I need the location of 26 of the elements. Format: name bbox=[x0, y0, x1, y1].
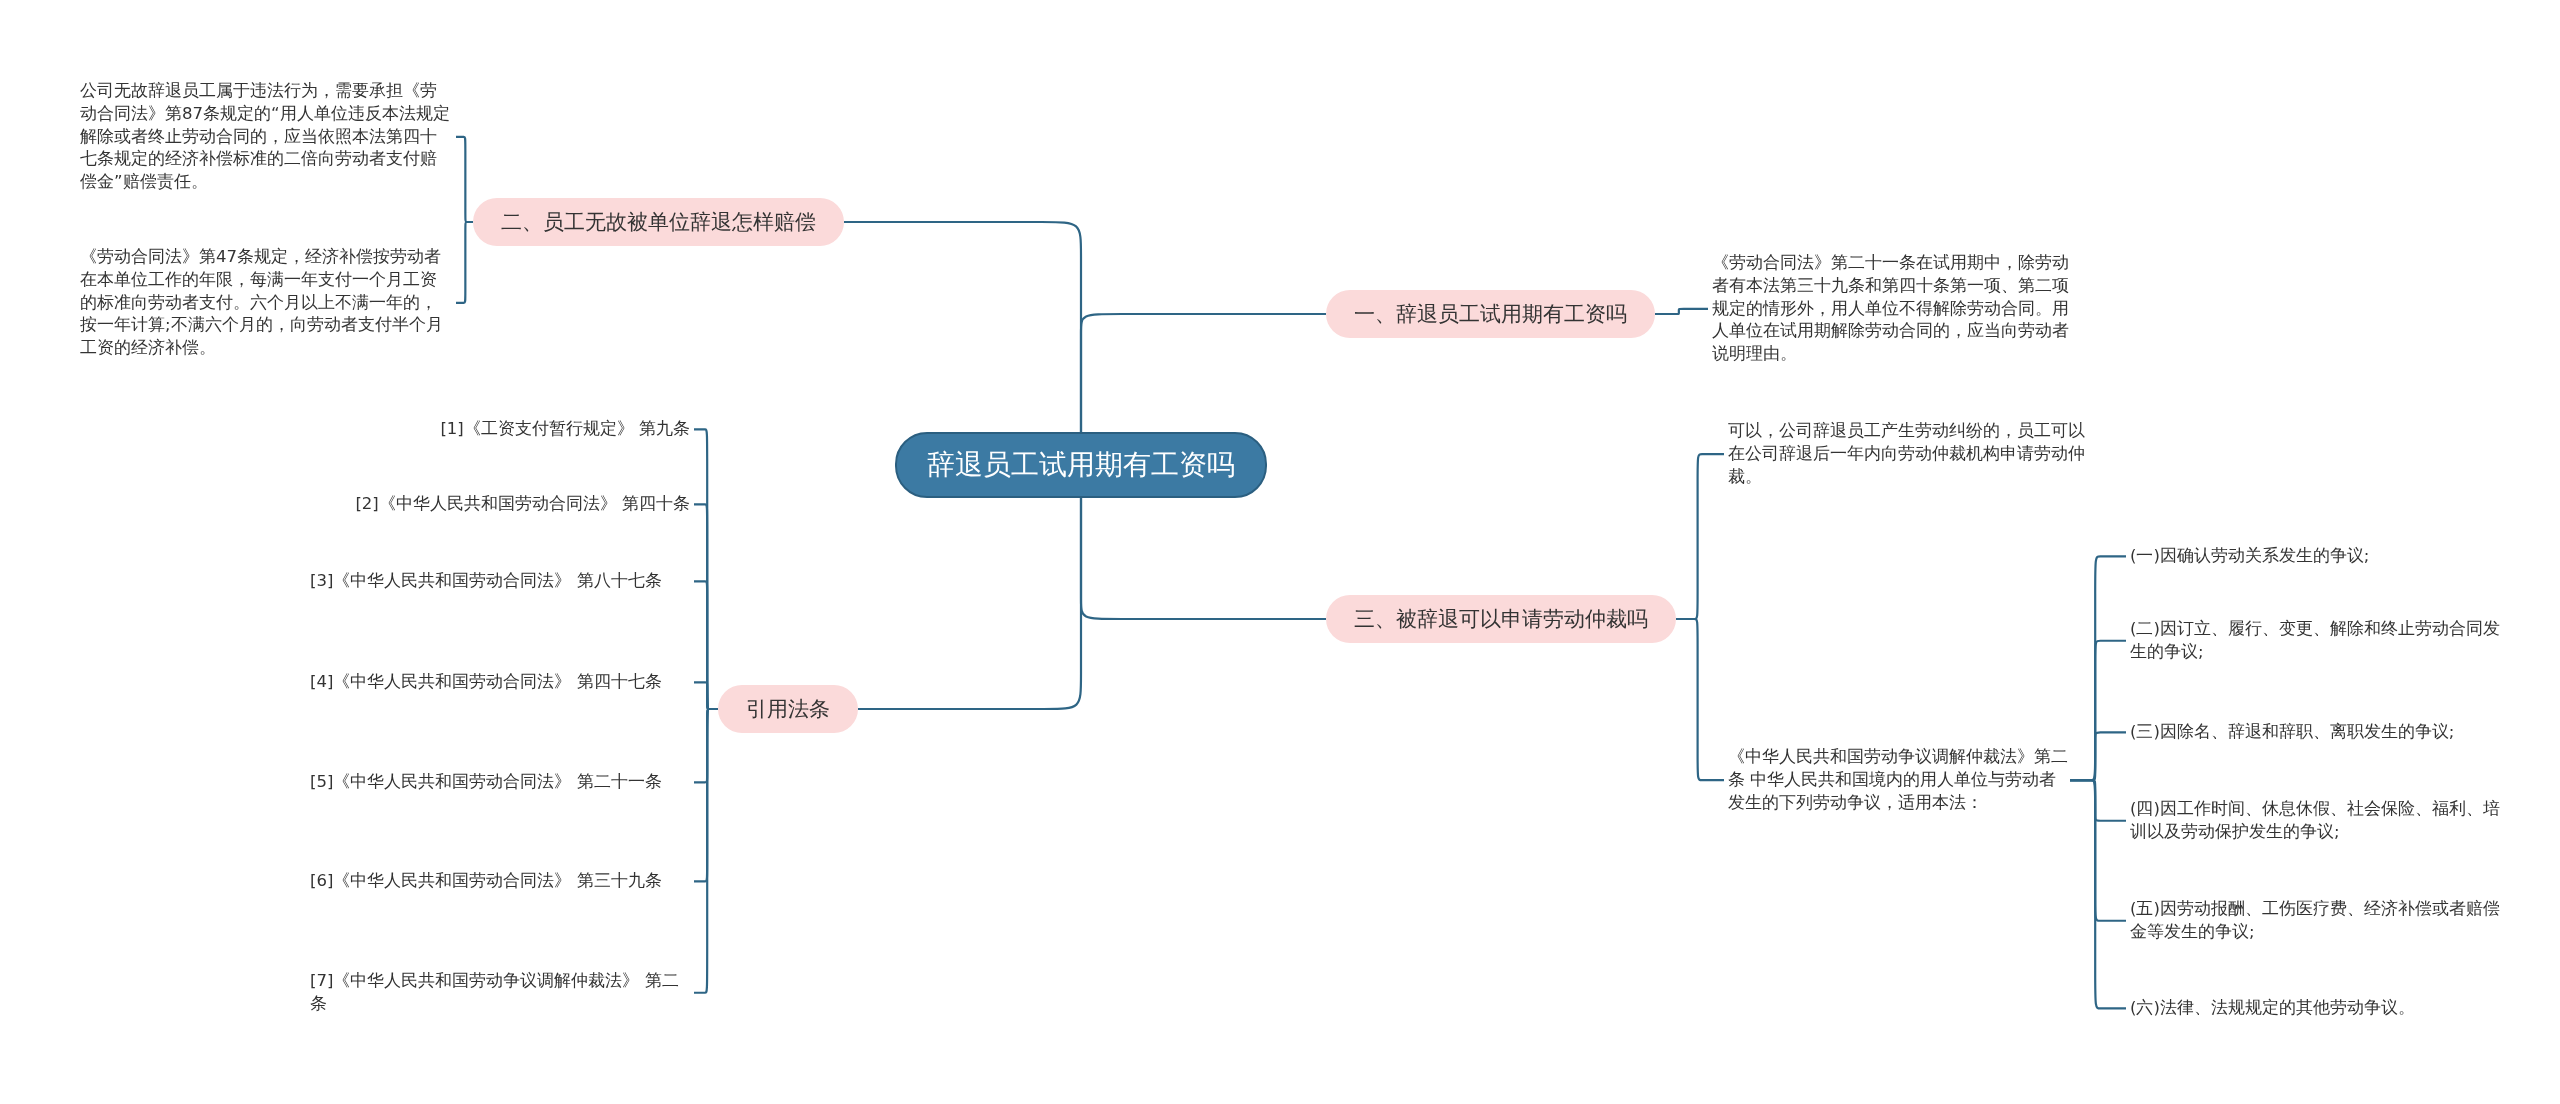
note-text: [6]《中华人民共和国劳动合同法》 第三十九条 bbox=[310, 870, 690, 893]
note-text: (三)因除名、辞退和辞职、离职发生的争议; bbox=[2130, 721, 2510, 744]
connector-line bbox=[1655, 307, 1708, 316]
note-text: 《中华人民共和国劳动争议调解仲裁法》第二条 中华人民共和国境内的用人单位与劳动者发生的下列劳动争议，适用本法： bbox=[1728, 746, 2070, 815]
note-text: (二)因订立、履行、变更、解除和终止劳动合同发生的争议; bbox=[2130, 618, 2500, 664]
note-text: 可以，公司辞退员工产生劳动纠纷的，员工可以在公司辞退后一年内向劳动仲裁机构申请劳动仲裁。 bbox=[1728, 420, 2098, 489]
connector-line bbox=[844, 220, 1083, 432]
note-text: [4]《中华人民共和国劳动合同法》 第四十七条 bbox=[310, 671, 690, 694]
branch-topic: 二、员工无故被单位辞退怎样赔偿 bbox=[473, 198, 844, 246]
branch-topic: 引用法条 bbox=[718, 685, 858, 733]
note-text: (六)法律、法规规定的其他劳动争议。 bbox=[2130, 997, 2510, 1020]
note-text: [2]《中华人民共和国劳动合同法》 第四十条 bbox=[355, 493, 690, 516]
connector-line bbox=[858, 498, 1083, 711]
note-text: (四)因工作时间、休息休假、社会保险、福利、培训以及劳动保护发生的争议; bbox=[2130, 798, 2500, 844]
note-text: (一)因确认劳动关系发生的争议; bbox=[2130, 545, 2510, 568]
central-topic: 辞退员工试用期有工资吗 bbox=[895, 432, 1267, 498]
note-text: 公司无故辞退员工属于违法行为，需要承担《劳动合同法》第87条规定的“用人单位违反本法规定解除或者终止劳动合同的，应当依照本法第四十七条规定的经济补偿标准的二倍向劳动者支付赔偿金”赔偿责任。 bbox=[80, 80, 452, 194]
note-text: (五)因劳动报酬、工伤医疗费、经济补偿或者赔偿金等发生的争议; bbox=[2130, 898, 2500, 944]
note-text: [5]《中华人民共和国劳动合同法》 第二十一条 bbox=[310, 771, 690, 794]
note-text: [1]《工资支付暂行规定》 第九条 bbox=[440, 418, 690, 441]
note-text: 《劳动合同法》第二十一条在试用期中，除劳动者有本法第三十九条和第四十条第一项、第二项规定的情形外，用人单位不得解除劳动合同。用人单位在试用期解除劳动合同的，应当向劳动者说明理由。 bbox=[1712, 252, 2072, 366]
branch-topic: 三、被辞退可以申请劳动仲裁吗 bbox=[1326, 595, 1676, 643]
branch-topic: 一、辞退员工试用期有工资吗 bbox=[1326, 290, 1655, 338]
note-text: 《劳动合同法》第47条规定，经济补偿按劳动者在本单位工作的年限，每满一年支付一个月工资的标准向劳动者支付。六个月以上不满一年的，按一年计算;不满六个月的，向劳动者支付半个月工资的经济补偿。 bbox=[80, 246, 452, 360]
note-text: [7]《中华人民共和国劳动争议调解仲裁法》 第二条 bbox=[310, 970, 690, 1016]
note-text: [3]《中华人民共和国劳动合同法》 第八十七条 bbox=[310, 570, 690, 593]
